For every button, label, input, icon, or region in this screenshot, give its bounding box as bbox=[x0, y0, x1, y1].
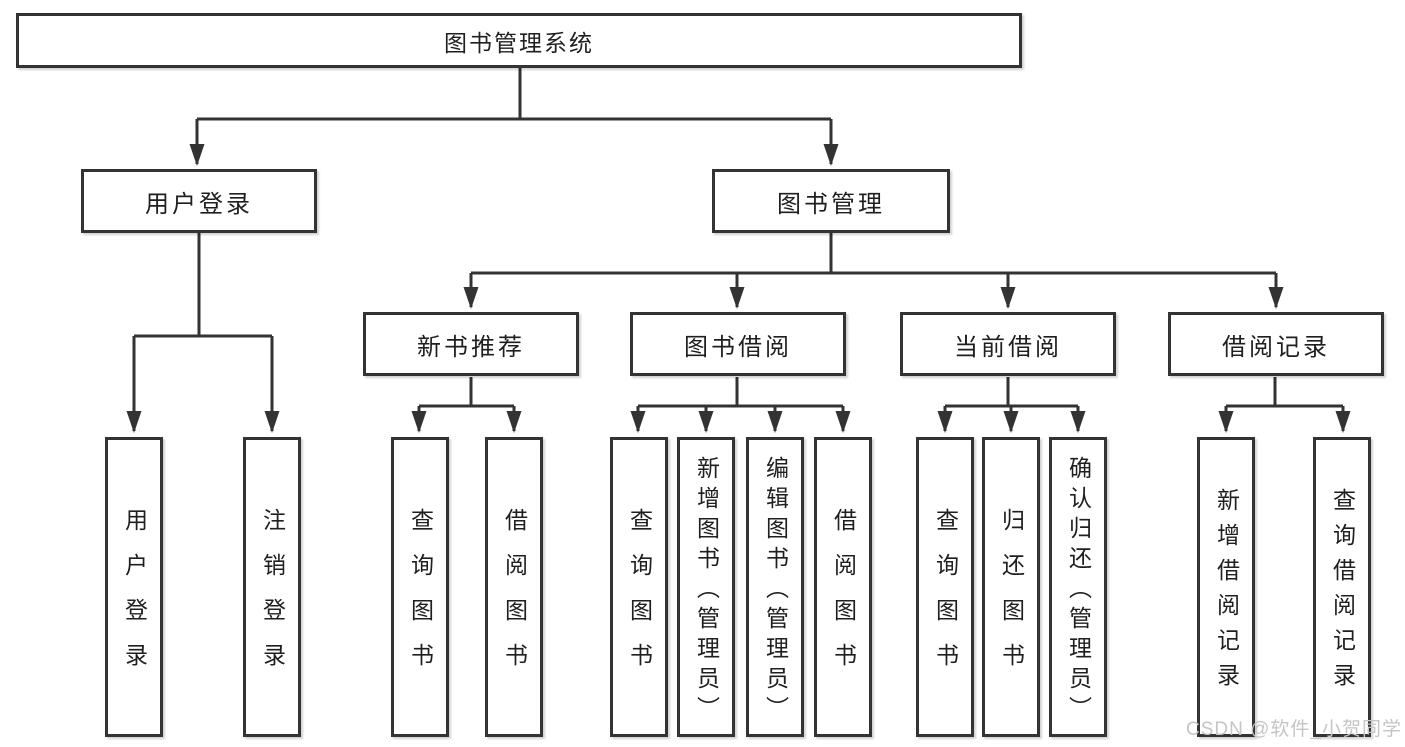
node-label: 用户登录 bbox=[145, 190, 253, 218]
leaf-add-borrow-record: 新增借阅记录 bbox=[1197, 437, 1255, 737]
node-book-borrowing: 图书借阅 bbox=[630, 312, 846, 376]
node-borrowing-records: 借阅记录 bbox=[1168, 312, 1384, 376]
leaf-return-books: 归还图书 bbox=[982, 437, 1040, 737]
node-label: 编辑图书（管理员） bbox=[762, 455, 789, 726]
leaf-query-borrow-record: 查询借阅记录 bbox=[1313, 437, 1371, 737]
node-label: 借阅图书 bbox=[501, 508, 528, 688]
node-current-borrowing: 当前借阅 bbox=[900, 312, 1116, 376]
node-new-book-recommendation: 新书推荐 bbox=[363, 312, 579, 376]
leaf-borrow-books-recommend: 借阅图书 bbox=[485, 437, 543, 737]
node-label: 图书管理系统 bbox=[444, 29, 594, 56]
node-book-management: 图书管理 bbox=[712, 169, 950, 233]
node-label: 确认归还（管理员） bbox=[1065, 455, 1092, 726]
node-label: 查询图书 bbox=[407, 508, 434, 688]
node-label: 注销登录 bbox=[259, 508, 286, 688]
node-label: 归还图书 bbox=[998, 508, 1025, 688]
node-label: 用户登录 bbox=[121, 508, 148, 688]
node-label: 当前借阅 bbox=[954, 333, 1062, 361]
leaf-query-books-recommend: 查询图书 bbox=[391, 437, 449, 737]
watermark-text: CSDN @软件_小贺同学 bbox=[1186, 719, 1402, 740]
leaf-user-login: 用户登录 bbox=[105, 437, 163, 737]
node-label: 图书管理 bbox=[777, 190, 885, 218]
node-label: 借阅记录 bbox=[1222, 333, 1330, 361]
node-user-login: 用户登录 bbox=[81, 169, 317, 233]
leaf-edit-books-admin: 编辑图书（管理员） bbox=[746, 437, 804, 737]
leaf-query-books-borrow: 查询图书 bbox=[610, 437, 668, 737]
node-label: 新书推荐 bbox=[417, 333, 525, 361]
node-label: 查询图书 bbox=[626, 508, 653, 688]
node-label: 借阅图书 bbox=[830, 508, 857, 688]
node-library-system: 图书管理系统 bbox=[16, 13, 1022, 68]
leaf-logout: 注销登录 bbox=[243, 437, 301, 737]
leaf-query-books-current: 查询图书 bbox=[916, 437, 974, 737]
node-label: 查询图书 bbox=[932, 508, 959, 688]
node-label: 新增图书（管理员） bbox=[693, 455, 720, 726]
leaf-confirm-return-admin: 确认归还（管理员） bbox=[1049, 437, 1107, 737]
node-label: 图书借阅 bbox=[684, 333, 792, 361]
node-label: 新增借阅记录 bbox=[1213, 488, 1240, 698]
leaf-borrow-books: 借阅图书 bbox=[814, 437, 872, 737]
leaf-add-books-admin: 新增图书（管理员） bbox=[677, 437, 735, 737]
node-label: 查询借阅记录 bbox=[1329, 488, 1356, 698]
